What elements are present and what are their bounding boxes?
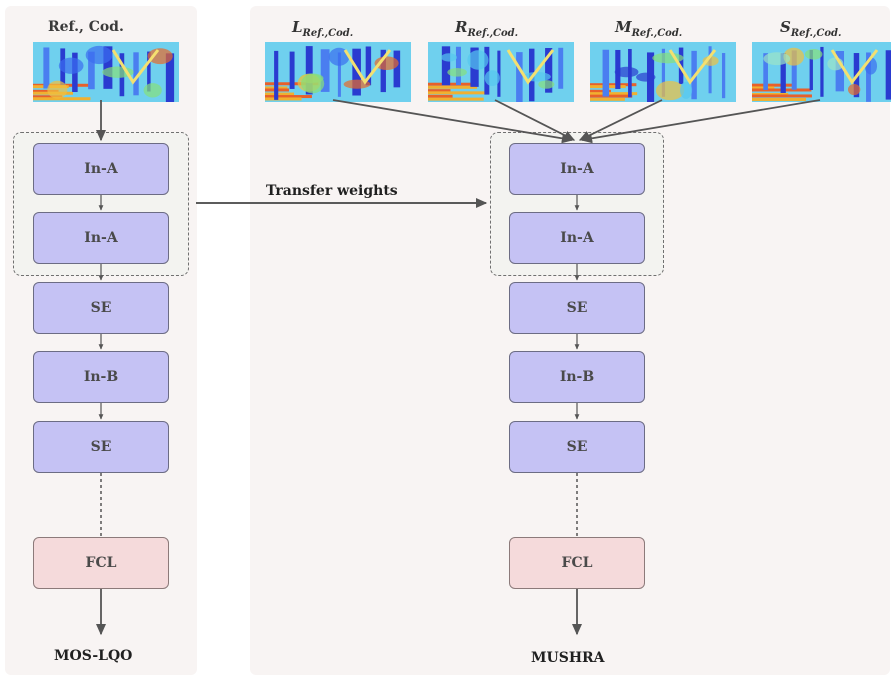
right-output-label: MUSHRA	[531, 650, 605, 666]
right-spectrogram-r	[428, 42, 574, 103]
right-input-title-m: MRef.,Cod.	[615, 18, 683, 39]
right-spectrogram-m	[590, 42, 736, 106]
right-block-in-a-2: In-A	[509, 212, 645, 264]
left-output-label: MOS-LQO	[54, 648, 133, 664]
left-block-in-a-2: In-A	[33, 212, 169, 264]
left-input-title: Ref., Cod.	[48, 19, 124, 35]
transfer-weights-label: Transfer weights	[266, 183, 398, 199]
left-block-fcl: FCL	[33, 537, 169, 589]
arrow-s-input	[580, 99, 821, 144]
left-block-se-2: SE	[33, 421, 169, 473]
arrow-l-input	[332, 99, 574, 144]
right-block-fcl: FCL	[509, 537, 645, 589]
right-input-title-l: LRef.,Cod.	[292, 18, 354, 39]
left-block-se-1: SE	[33, 282, 169, 334]
right-block-se-2: SE	[509, 421, 645, 473]
left-block-in-b: In-B	[33, 351, 169, 403]
right-spectrogram-s	[752, 42, 891, 102]
right-input-title-s: SRef.,Cod.	[780, 18, 842, 39]
right-input-title-r: RRef.,Cod.	[455, 18, 519, 39]
left-spectrogram	[33, 42, 179, 104]
right-block-in-a-1: In-A	[509, 143, 645, 195]
left-block-in-a-1: In-A	[33, 143, 169, 195]
right-spectrogram-l	[265, 42, 411, 102]
right-block-se-1: SE	[509, 282, 645, 334]
arrow-r-input	[494, 99, 576, 141]
arrow-m-input	[578, 99, 663, 141]
right-block-in-b: In-B	[509, 351, 645, 403]
